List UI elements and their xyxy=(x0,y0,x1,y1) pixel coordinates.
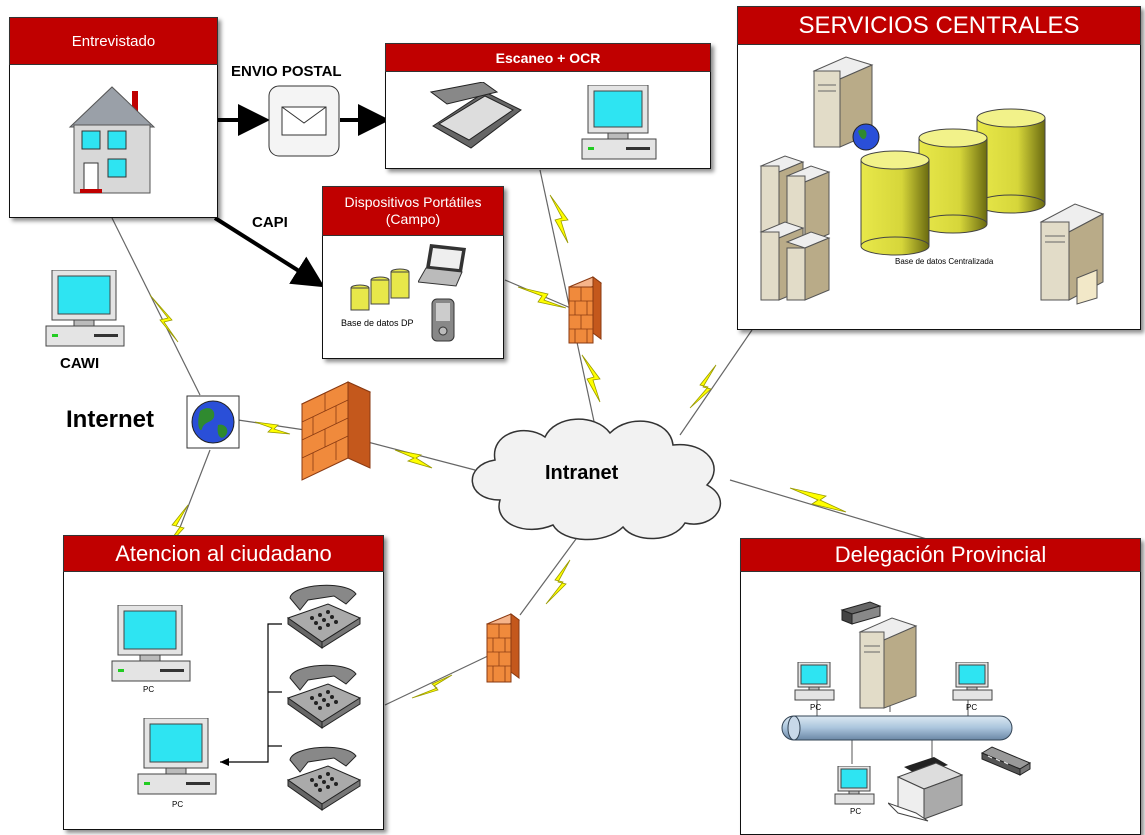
globe-icon xyxy=(186,395,240,449)
scanner-icon xyxy=(429,82,522,149)
link-intranet-servicios xyxy=(679,329,753,436)
telephone-3-icon xyxy=(286,746,362,811)
switch-icon xyxy=(980,746,1032,776)
envio-postal-label: ENVIO POSTAL xyxy=(231,63,342,80)
delegacion-header: Delegación Provincial xyxy=(740,538,1141,572)
central-db-caption: Base de datos Centralizada xyxy=(895,257,994,266)
atencion-pc-label-2: PC xyxy=(172,800,184,809)
printer-icon xyxy=(888,757,964,822)
firewall-atencion-icon xyxy=(486,613,520,683)
escaneo-header: Escaneo + OCR xyxy=(385,43,711,72)
zigzag-firewall3-atencion xyxy=(411,674,453,699)
zigzag-firewall-intranet xyxy=(394,449,433,469)
dispositivos-header: Dispositivos Portátiles (Campo) xyxy=(322,186,504,236)
cawi-label: CAWI xyxy=(60,355,100,372)
telephone-2-icon xyxy=(286,664,362,729)
atencion-computer-1-icon xyxy=(111,605,191,682)
firewall-internet-icon xyxy=(300,381,372,481)
zigzag-intranet-servicios xyxy=(689,364,717,409)
link-entrevistado-internet xyxy=(111,217,201,396)
pda-icon xyxy=(431,298,455,342)
zigzag-internet-firewall xyxy=(254,421,291,435)
dispositivos-database-icon xyxy=(350,268,410,311)
zigzag-scanner-firewall xyxy=(549,194,569,244)
central-database-icon xyxy=(860,108,1046,256)
zigzag-firewall-intranet-v xyxy=(581,354,601,403)
firewall-icon xyxy=(568,276,602,344)
link-firewall3-atencion xyxy=(384,654,491,706)
cawi-computer-icon xyxy=(45,270,125,347)
arrow-capi xyxy=(213,216,325,288)
cloud-icon xyxy=(471,418,722,541)
link-intranet-delegacion xyxy=(729,479,931,541)
atencion-header: Atencion al ciudadano xyxy=(63,535,384,572)
laptop-icon xyxy=(418,244,466,287)
envelope-icon xyxy=(268,85,340,157)
web-server-icon xyxy=(812,56,880,151)
servicios-header: SERVICIOS CENTRALES xyxy=(737,6,1141,45)
capi-label: CAPI xyxy=(252,214,288,231)
zigzag-entrevistado-internet xyxy=(149,294,179,343)
intranet-label: Intranet xyxy=(545,462,619,484)
scanner-computer-icon xyxy=(581,85,657,160)
zigzag-dispositivos-firewall xyxy=(517,286,567,309)
house-icon xyxy=(68,86,156,194)
zigzag-intranet-firewall3 xyxy=(545,559,571,605)
atencion-computer-2-icon xyxy=(137,718,217,795)
dispositivos-db-caption: Base de datos DP xyxy=(341,318,414,328)
delegacion-pc-label-2: PC xyxy=(966,703,978,712)
internet-label: Internet xyxy=(66,406,155,433)
delegacion-computer-2-icon xyxy=(952,662,993,701)
zigzag-intranet-delegacion xyxy=(789,487,847,513)
delegacion-pc-label-3: PC xyxy=(850,807,862,816)
server-cluster-icon xyxy=(759,155,831,301)
delegacion-computer-1-icon xyxy=(794,662,835,701)
atencion-pc-label-1: PC xyxy=(143,685,155,694)
phone-wiring xyxy=(220,623,282,766)
delegacion-computer-3-icon xyxy=(834,766,875,805)
entrevistado-header: Entrevistado xyxy=(9,17,218,65)
storage-server-icon xyxy=(1039,203,1105,305)
delegacion-pc-label-1: PC xyxy=(810,703,822,712)
delegacion-server-icon xyxy=(840,601,918,709)
telephone-1-icon xyxy=(286,584,362,649)
